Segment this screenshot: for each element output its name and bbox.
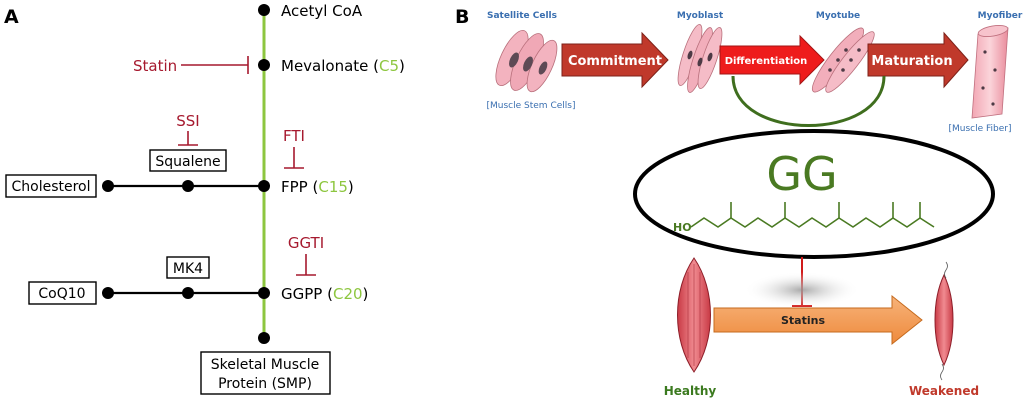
weakened-muscle-tendon-bottom — [940, 363, 944, 381]
label-squalene: Squalene — [155, 154, 220, 170]
label-smp-line1: Skeletal Muscle — [211, 357, 319, 373]
panel-b-label: B — [455, 6, 469, 28]
label-fti: FTI — [283, 127, 305, 145]
coq10-box — [28, 281, 97, 305]
myoblast-icon — [677, 24, 723, 93]
label-weakened: Weakened — [909, 384, 979, 398]
label-cholesterol: Cholesterol — [11, 179, 90, 195]
statins-arrow — [713, 294, 923, 346]
label-differentiation: Differentiation — [725, 56, 808, 67]
commitment-arrow — [561, 31, 669, 89]
geranylgeraniol-structure — [690, 202, 935, 228]
maturation-arrow — [867, 31, 969, 89]
node-ggpp — [258, 287, 270, 299]
node-fpp — [258, 180, 270, 192]
cholesterol-box — [5, 174, 97, 198]
label-ggpp: GGPP (C20) — [281, 285, 368, 303]
label-muscle-fiber: [Muscle Fiber] — [949, 124, 1012, 134]
label-maturation: Maturation — [871, 54, 952, 69]
label-ssi: SSI — [176, 112, 199, 130]
label-healthy: Healthy — [664, 384, 717, 398]
label-coq10: CoQ10 — [38, 286, 85, 302]
node-mk4 — [182, 287, 194, 299]
healthy-muscle-striations — [687, 264, 701, 366]
squalene-box — [149, 149, 227, 172]
label-acetyl-coa: Acetyl CoA — [281, 2, 363, 20]
node-cholesterol — [102, 180, 114, 192]
label-muscle-stem-cells: [Muscle Stem Cells] — [487, 101, 576, 111]
myofiber-icon — [971, 25, 1009, 119]
shadow — [744, 272, 860, 308]
label-myotube: Myotube — [816, 11, 860, 21]
panel-a-label: A — [4, 6, 19, 28]
panel-a: A Acetyl CoA Mevalonate (C5) FPP (C15) G… — [4, 2, 405, 395]
label-myoblast: Myoblast — [677, 11, 724, 21]
panel-b: B Satellite Cells Myoblast Myotube Myofi… — [455, 6, 1023, 398]
label-mk4: MK4 — [173, 261, 203, 277]
label-satellite-cells: Satellite Cells — [487, 11, 557, 21]
label-mevalonate: Mevalonate (C5) — [281, 57, 405, 75]
label-gg: GG — [766, 147, 837, 201]
satellite-cells-icon — [495, 30, 558, 93]
myotube-icon — [811, 27, 875, 93]
weakened-muscle-icon — [934, 273, 954, 367]
node-acetyl-coa — [258, 4, 270, 16]
gg-differentiation-connector — [731, 75, 886, 127]
node-mevalonate — [258, 59, 270, 71]
mk4-box — [166, 256, 210, 279]
label-ho: HO — [673, 221, 692, 234]
label-myofiber: Myofiber — [978, 11, 1023, 21]
label-commitment: Commitment — [568, 54, 662, 69]
node-smp — [258, 332, 270, 344]
label-statin: Statin — [133, 57, 177, 75]
differentiation-arrow — [719, 34, 825, 86]
smp-box — [200, 351, 331, 395]
label-smp-line2: Protein (SMP) — [218, 376, 312, 392]
weakened-muscle-tendon-top — [944, 261, 948, 279]
label-statins: Statins — [781, 314, 825, 327]
node-squalene — [182, 180, 194, 192]
node-coq10 — [102, 287, 114, 299]
label-ggti: GGTI — [288, 234, 324, 252]
label-fpp: FPP (C15) — [281, 178, 354, 196]
